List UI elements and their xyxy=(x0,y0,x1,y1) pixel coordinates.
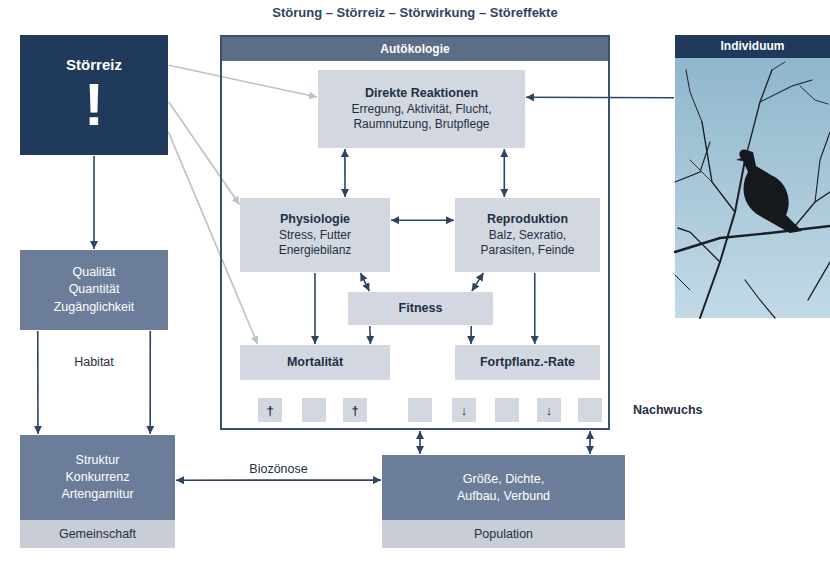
node-title: Störreiz xyxy=(66,56,122,73)
connector-arrow xyxy=(169,102,240,205)
photo-sky xyxy=(675,58,830,318)
connector-arrow xyxy=(360,273,369,291)
node-title: Individuum xyxy=(675,35,830,58)
node-title: † xyxy=(266,404,273,417)
connector-arrow xyxy=(472,273,484,291)
node-title: ↓ xyxy=(546,404,553,417)
stimulus-box: Störreiz! xyxy=(20,35,168,155)
node-title: Fitness xyxy=(399,300,443,316)
offspring-square: ↓ xyxy=(452,398,476,422)
process-box: Mortalität xyxy=(240,345,390,380)
node-title: Fortpflanz.-Rate xyxy=(480,354,575,370)
offspring-square: † xyxy=(258,398,282,422)
empty-square xyxy=(302,398,326,422)
process-box: ReproduktionBalz, Sexratio, Parasiten, F… xyxy=(455,198,600,272)
node-title: Direkte Reaktionen xyxy=(365,85,478,101)
node-text: Stress, Futter Energiebilanz xyxy=(265,228,365,259)
connector-arrow xyxy=(419,431,421,454)
habitat-box: Qualität Quantität Zugänglichkeit xyxy=(20,250,168,330)
empty-square xyxy=(495,398,519,422)
connector-arrow xyxy=(589,431,591,454)
connector-arrow xyxy=(37,331,39,434)
diagram-title: Störung – Störreiz – Störwirkung – Störe… xyxy=(0,5,830,20)
connector-arrow xyxy=(369,326,371,344)
process-box: PhysiologieStress, Futter Energiebilanz xyxy=(240,198,390,272)
node-title: Physiologie xyxy=(280,211,350,227)
node-text: Population xyxy=(382,520,625,548)
process-box: Direkte ReaktionenErregung, Aktivität, F… xyxy=(318,70,525,148)
bird-photo xyxy=(675,58,830,318)
connector-arrow xyxy=(503,149,505,197)
connector-arrow xyxy=(314,273,316,344)
node-title: Qualität Quantität Zugänglichkeit xyxy=(54,264,135,317)
node-title: Mortalität xyxy=(287,354,343,370)
population-box: Größe, Dichte, Aufbau, VerbundPopulation xyxy=(382,455,625,548)
offspring-square: † xyxy=(343,398,367,422)
bird-silhouette xyxy=(736,150,802,233)
node-title: Größe, Dichte, Aufbau, Verbund xyxy=(448,467,560,509)
empty-offspring-squares xyxy=(302,398,602,422)
node-title: Autökologie xyxy=(222,37,608,61)
node-text: ! xyxy=(84,75,104,135)
node-title: ↓ xyxy=(461,404,468,417)
process-box: Fitness xyxy=(348,292,493,325)
community-box: Struktur Konkurrenz ArtengarniturGemeins… xyxy=(20,435,175,548)
offspring-square: ↓ xyxy=(537,398,561,422)
photo-branches xyxy=(675,62,830,318)
connector-arrow xyxy=(344,149,346,197)
empty-square xyxy=(408,398,432,422)
connector-arrow xyxy=(169,65,317,97)
connector-arrow xyxy=(391,219,454,221)
node-title: Reproduktion xyxy=(487,211,568,227)
node-text: Gemeinschaft xyxy=(20,520,175,548)
node-text: Balz, Sexratio, Parasiten, Feinde xyxy=(469,228,587,259)
node-title: Struktur Konkurrenz Artengarnitur xyxy=(61,448,133,507)
annotation-label: Nachwuchs xyxy=(633,403,702,417)
connector-arrow xyxy=(470,326,472,344)
node-text: Erregung, Aktivität, Flucht, Raumnutzung… xyxy=(329,102,514,133)
node-title: † xyxy=(351,404,358,417)
empty-square xyxy=(578,398,602,422)
individual-panel: Individuum xyxy=(675,35,830,318)
annotation-label: Habitat xyxy=(74,355,114,369)
connector-arrow xyxy=(526,97,674,99)
connector-arrow xyxy=(149,331,151,434)
connector-arrow xyxy=(93,156,95,249)
connector-arrow xyxy=(534,273,536,344)
group-frame: AutökologieDirekte ReaktionenErregung, A… xyxy=(220,35,610,430)
edge-label: Biozönose xyxy=(247,462,309,476)
process-box: Fortpflanz.-Rate xyxy=(455,345,600,380)
connector-arrow xyxy=(176,479,381,481)
